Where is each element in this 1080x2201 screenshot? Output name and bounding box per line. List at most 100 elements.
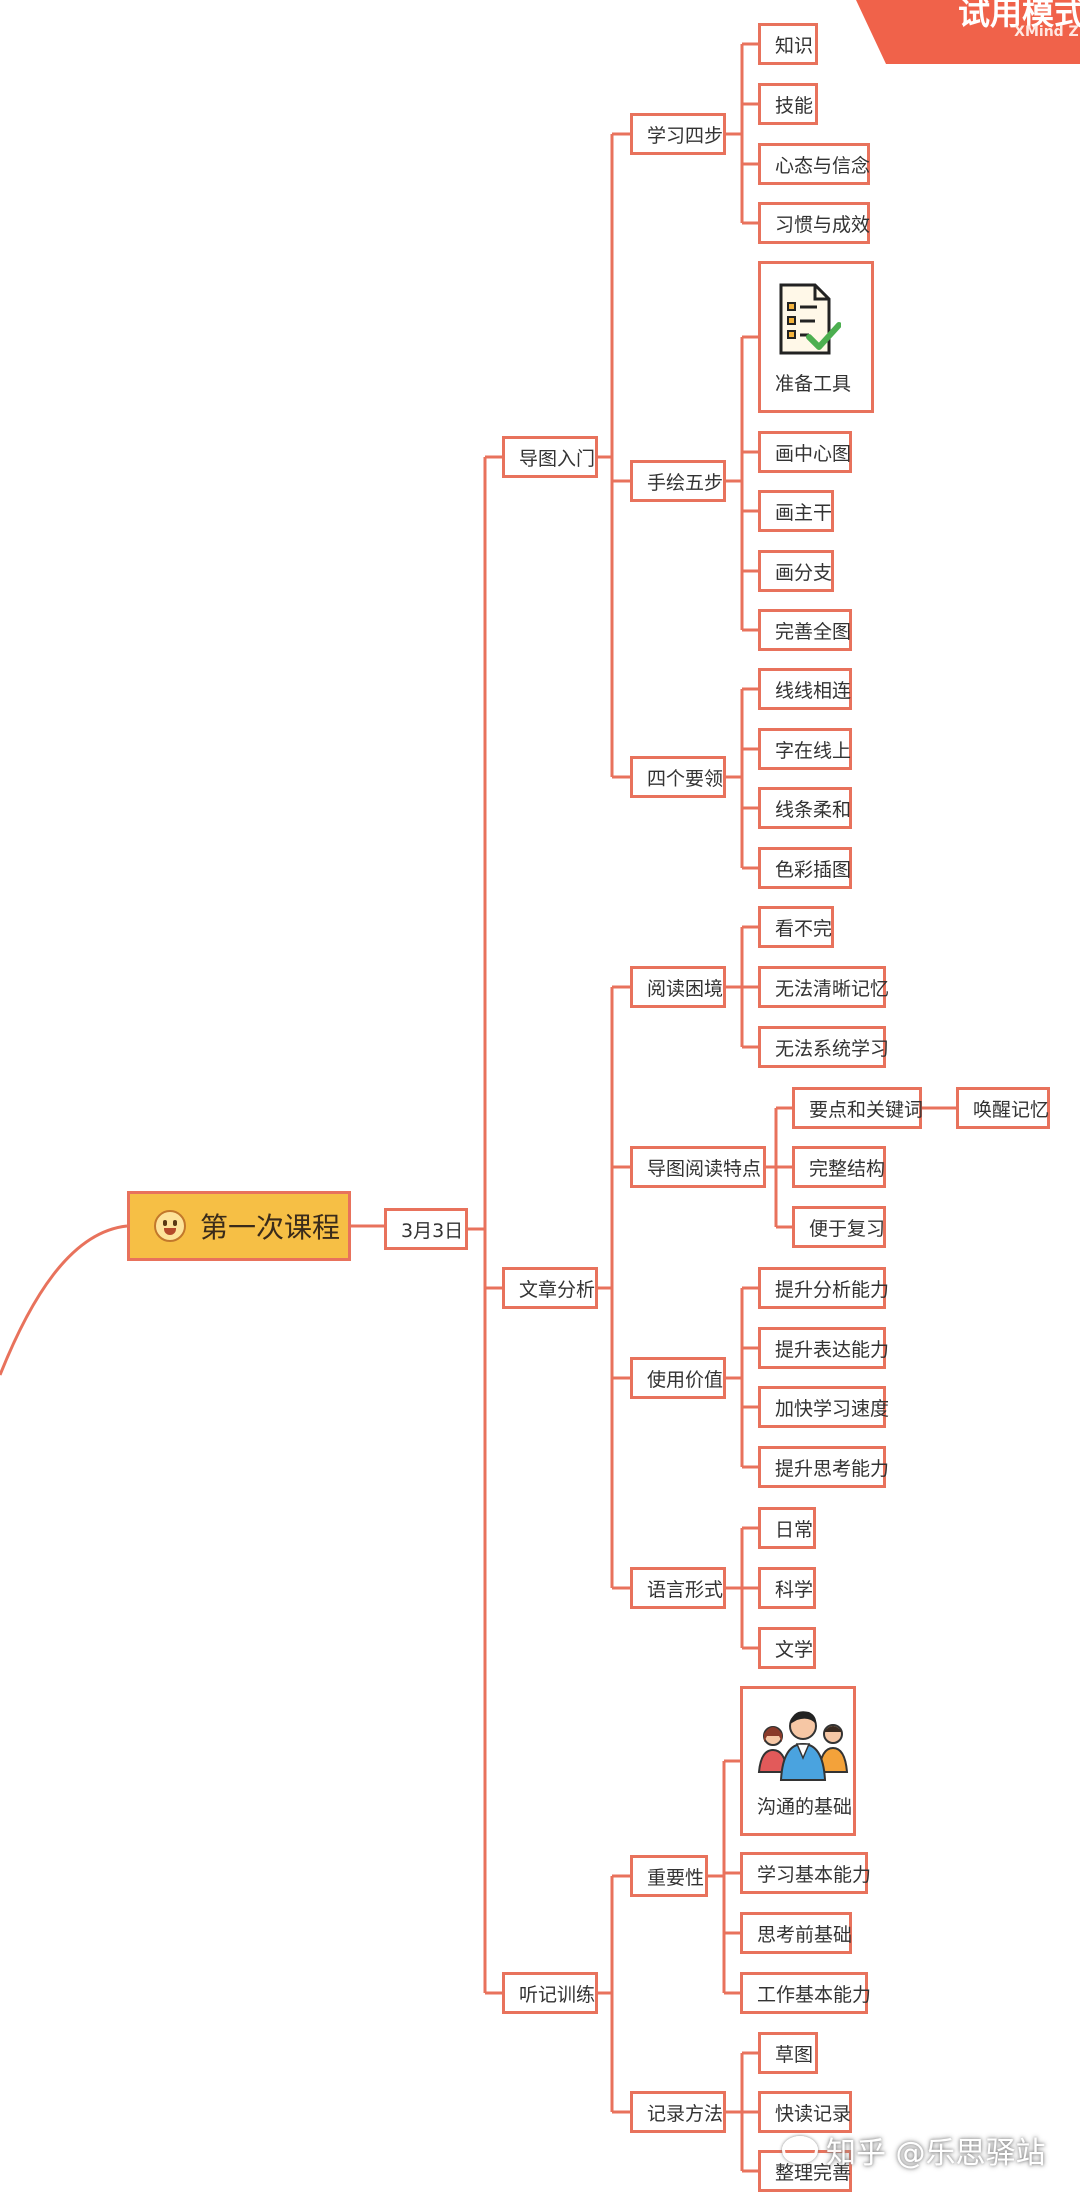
topic-tisheng-sikao-nengli[interactable]: 提升思考能力 <box>758 1446 890 1488</box>
topic-label: 画中心图 <box>775 442 852 465</box>
topic-label: 完善全图 <box>775 620 852 643</box>
topic-label: 提升思考能力 <box>775 1457 890 1480</box>
topic-yaodian-guanjianci[interactable]: 要点和关键词 <box>792 1087 924 1129</box>
topic-label: 阅读困境 <box>647 977 724 1000</box>
topic-sikao-qian-jichu[interactable]: 思考前基础 <box>740 1912 852 1954</box>
topic-tingji-xunlian[interactable]: 听记训练 <box>502 1972 598 2014</box>
topic-zhunbei-gongju[interactable]: 准备工具 <box>758 261 874 413</box>
topic-sige-yaoling[interactable]: 四个要领 <box>630 756 726 798</box>
topic-xintai-xinnian[interactable]: 心态与信念 <box>758 143 870 185</box>
topic-secai-chatu[interactable]: 色彩插图 <box>758 847 852 889</box>
topic-jineng[interactable]: 技能 <box>758 83 818 125</box>
topic-hua-zhugan[interactable]: 画主干 <box>758 490 834 532</box>
watermark-text: 知乎 @乐思驿站 <box>826 2136 1046 2171</box>
topic-label: 看不完 <box>775 917 833 940</box>
topic-label: 习惯与成效 <box>775 213 871 236</box>
topic-label: 心态与信念 <box>775 154 871 177</box>
topic-wenxue[interactable]: 文学 <box>758 1627 816 1669</box>
topic-label: 加快学习速度 <box>775 1397 890 1420</box>
topic-xiantiao-rouhe[interactable]: 线条柔和 <box>758 787 852 829</box>
topic-label: 工作基本能力 <box>757 1983 872 2006</box>
topic-gongzuo-jiben-nengli[interactable]: 工作基本能力 <box>740 1972 872 2014</box>
topic-label: 四个要领 <box>647 767 724 790</box>
topic-label: 完整结构 <box>809 1157 886 1180</box>
topic-label: 提升表达能力 <box>775 1338 890 1361</box>
zhihu-watermark: 知乎 @乐思驿站 <box>782 2128 1046 2172</box>
topic-shouhui-wubu[interactable]: 手绘五步 <box>630 460 726 502</box>
topic-label: 线线相连 <box>775 679 852 702</box>
topic-tisheng-biaoda-nengli[interactable]: 提升表达能力 <box>758 1327 890 1369</box>
topic-hua-zhongxintu[interactable]: 画中心图 <box>758 431 852 473</box>
topic-label: 语言形式 <box>647 1578 724 1601</box>
topic-xuexi-sibu[interactable]: 学习四步 <box>630 113 726 155</box>
topic-label: 快读记录 <box>775 2102 852 2125</box>
topic-hua-fenzhi[interactable]: 画分支 <box>758 550 834 592</box>
connector-line <box>0 1224 128 1376</box>
topic-label: 整理完善 <box>775 2161 852 2184</box>
topic-caotu[interactable]: 草图 <box>758 2032 818 2074</box>
topic-tisheng-fenxi-nengli[interactable]: 提升分析能力 <box>758 1267 890 1309</box>
topic-label: 学习四步 <box>647 124 724 147</box>
topic-label: 字在线上 <box>775 739 852 762</box>
topic-label: 手绘五步 <box>647 471 724 494</box>
topic-goutong-de-jichu[interactable]: 沟通的基础 <box>740 1686 856 1836</box>
topic-xiguan-chengxiao[interactable]: 习惯与成效 <box>758 202 870 244</box>
topic-kuaidu-jilu[interactable]: 快读记录 <box>758 2091 852 2133</box>
topic-wufa-qingxi-jiyi[interactable]: 无法清晰记忆 <box>758 966 890 1008</box>
topic-daotu-yuedu-tedian[interactable]: 导图阅读特点 <box>630 1146 766 1188</box>
topic-daotu-rumen[interactable]: 导图入门 <box>502 436 598 478</box>
topic-label: 画分支 <box>775 561 833 584</box>
trial-mode-label: 试用模式 <box>957 0 1080 32</box>
topic-label: 沟通的基础 <box>757 1796 853 1818</box>
topic-label: 无法清晰记忆 <box>775 977 890 1000</box>
topic-yuedu-kunjing[interactable]: 阅读困境 <box>630 966 726 1008</box>
trial-mode-banner[interactable]: 试用模式 XMind ZEN <box>856 0 1080 64</box>
topic-label: 日常 <box>775 1518 814 1541</box>
topic-label: 文章分析 <box>519 1278 596 1301</box>
topic-label: 便于复习 <box>809 1217 886 1240</box>
topic-zhishi[interactable]: 知识 <box>758 23 818 65</box>
topic-wenzhang-fenxi[interactable]: 文章分析 <box>502 1267 598 1309</box>
topic-label: 色彩插图 <box>775 858 852 881</box>
topic-wanzheng-jiegou[interactable]: 完整结构 <box>792 1146 886 1188</box>
root-topic[interactable]: 第一次课程 <box>127 1191 351 1261</box>
topic-label: 提升分析能力 <box>775 1278 890 1301</box>
topic-yuyan-xingshi[interactable]: 语言形式 <box>630 1567 726 1609</box>
topic-jilu-fangfa[interactable]: 记录方法 <box>630 2091 726 2133</box>
smiley-icon <box>154 1210 186 1242</box>
checklist-icon <box>779 283 841 355</box>
topic-label: 听记训练 <box>519 1983 596 2006</box>
topic-jiakuai-xuexi-sudu[interactable]: 加快学习速度 <box>758 1386 890 1428</box>
topic-wanshan-quantu[interactable]: 完善全图 <box>758 609 852 651</box>
topic-xuexi-jiben-nengli[interactable]: 学习基本能力 <box>740 1852 872 1894</box>
topic-label: 重要性 <box>647 1866 705 1889</box>
topic-zhongyaoxing[interactable]: 重要性 <box>630 1855 708 1897</box>
topic-wufa-xitong-xuexi[interactable]: 无法系统学习 <box>758 1026 890 1068</box>
wechat-logo-icon <box>782 2136 818 2164</box>
date-topic[interactable]: 3月3日 <box>384 1208 468 1250</box>
topic-label: 导图阅读特点 <box>647 1157 762 1180</box>
people-icon <box>757 1711 849 1781</box>
topic-label: 要点和关键词 <box>809 1098 924 1121</box>
topic-label: 草图 <box>775 2043 814 2066</box>
topic-kexue[interactable]: 科学 <box>758 1567 816 1609</box>
topic-label: 导图入门 <box>519 447 596 470</box>
topic-huanxing-jiyi[interactable]: 唤醒记忆 <box>956 1087 1050 1129</box>
topic-label: 技能 <box>775 94 814 117</box>
topic-kanbuwan[interactable]: 看不完 <box>758 906 834 948</box>
topic-label: 准备工具 <box>775 373 852 395</box>
topic-label: 无法系统学习 <box>775 1037 890 1060</box>
topic-zi-zai-xian-shang[interactable]: 字在线上 <box>758 728 852 770</box>
topic-richang[interactable]: 日常 <box>758 1507 816 1549</box>
topic-label: 学习基本能力 <box>757 1863 872 1886</box>
topic-xianxian-xianglian[interactable]: 线线相连 <box>758 668 852 710</box>
topic-bianyu-fuxi[interactable]: 便于复习 <box>792 1206 886 1248</box>
topic-label: 记录方法 <box>647 2102 724 2125</box>
topic-label: 唤醒记忆 <box>973 1098 1050 1121</box>
topic-shiyong-jiazhi[interactable]: 使用价值 <box>630 1357 726 1399</box>
topic-label: 思考前基础 <box>757 1923 853 1946</box>
topic-label: 科学 <box>775 1578 814 1601</box>
topic-label: 文学 <box>775 1638 814 1661</box>
topic-label: 画主干 <box>775 501 833 524</box>
